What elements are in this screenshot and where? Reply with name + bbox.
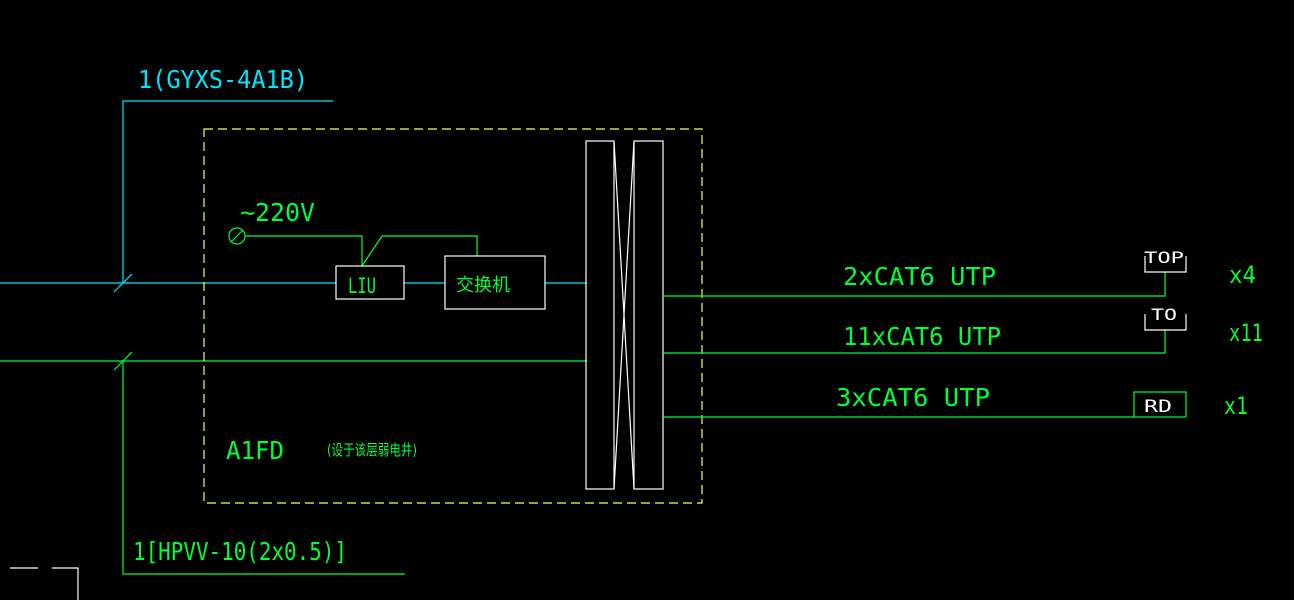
cabinet-boundary — [203, 128, 703, 504]
output-cable-label-top: 2xCAT6 UTP — [843, 262, 996, 291]
power-switch-line — [361, 235, 478, 267]
outlet-label-top: TOP — [1144, 248, 1184, 267]
liu-box — [335, 265, 405, 300]
output-cable-label-to: 11xCAT6 UTP — [843, 322, 1001, 351]
patch-panel-left — [585, 140, 615, 490]
output-line-top — [663, 272, 1166, 297]
fiber-tick-mark — [113, 273, 133, 293]
liu-label: LIU — [348, 274, 376, 298]
output-row-rd: 3xCAT6 UTP RD x1 — [663, 383, 1248, 420]
patch-panels — [585, 140, 664, 490]
patch-panel-right — [633, 140, 664, 490]
power-label: ~220V — [240, 198, 315, 227]
outlet-count-top: x4 — [1229, 261, 1256, 289]
power-socket-slash — [230, 229, 244, 243]
control-leader-line — [122, 361, 405, 575]
corner-fragment-bracket — [52, 567, 79, 600]
output-line-to — [663, 330, 1166, 354]
fiber-cable — [0, 100, 587, 293]
outlet-count-rd: x1 — [1224, 392, 1248, 420]
switch-label: 交换机 — [456, 275, 510, 296]
outlet-label-rd: RD — [1144, 397, 1172, 417]
switch-box — [444, 255, 546, 310]
output-row-to: 11xCAT6 UTP TO x11 — [663, 305, 1263, 354]
power-symbol — [228, 227, 478, 267]
control-cable — [0, 351, 587, 575]
cross-connect-line-2 — [613, 140, 635, 490]
cabinet-location-note: (设于该层弱电井) — [327, 441, 417, 459]
control-cable-label: 1[HPVV-10(2x0.5)] — [133, 537, 347, 566]
output-cable-label-rd: 3xCAT6 UTP — [836, 383, 990, 412]
outlet-label-to: TO — [1151, 305, 1177, 324]
fiber-leader-line — [122, 100, 333, 283]
control-tick-mark — [113, 351, 133, 371]
outlet-symbol-top — [1144, 256, 1187, 273]
outlet-symbol-to — [1144, 314, 1187, 331]
outlet-symbol-rd — [1133, 391, 1187, 418]
corner-fragment — [10, 567, 79, 600]
output-row-top: 2xCAT6 UTP TOP x4 — [663, 248, 1256, 297]
power-feed-line — [245, 235, 363, 266]
outlet-count-to: x11 — [1229, 319, 1263, 347]
fiber-cable-label: 1(GYXS-4A1B) — [138, 65, 308, 94]
cabinet-name: A1FD — [226, 436, 284, 465]
